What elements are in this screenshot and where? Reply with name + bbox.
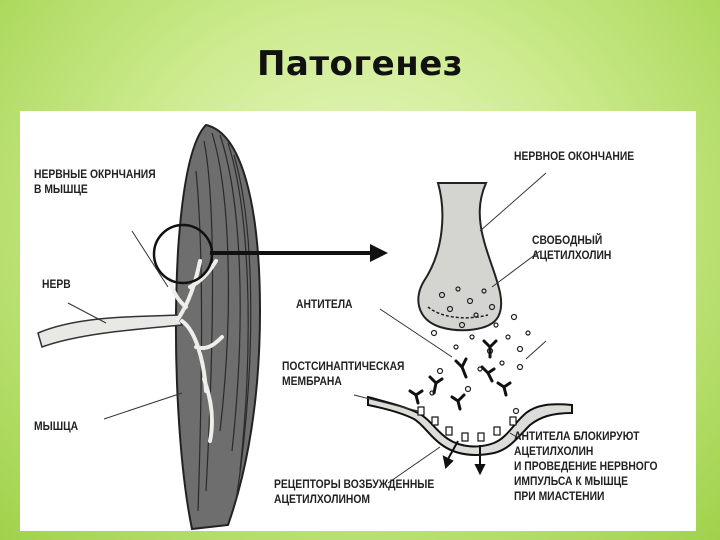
label-free-acetylcholine-line2: АЦЕТИЛХОЛИН bbox=[532, 248, 611, 263]
label-nerve-terminal: НЕРВНОЕ ОКОНЧАНИЕ bbox=[514, 149, 634, 164]
label-receptors-line1: РЕЦЕПТОРЫ ВОЗБУЖДЕННЫЕ bbox=[274, 477, 434, 492]
label-free-acetylcholine-line1: СВОБОДНЫЙ bbox=[532, 233, 611, 248]
label-postsynaptic-membrane: ПОСТСИНАПТИЧЕСКАЯ МЕМБРАНА bbox=[282, 359, 404, 389]
nerve-trunk bbox=[38, 315, 182, 347]
slide-title: Патогенез bbox=[0, 44, 720, 84]
label-postsynaptic-line1: ПОСТСИНАПТИЧЕСКАЯ bbox=[282, 359, 404, 374]
label-block-line2: АЦЕТИЛХОЛИН bbox=[514, 444, 658, 459]
label-nerve: НЕРВ bbox=[42, 277, 71, 292]
label-nerve-endings-line2: В МЫШЦЕ bbox=[34, 182, 156, 197]
label-antibodies: АНТИТЕЛА bbox=[296, 297, 353, 312]
diagram-panel: НЕРВНЫЕ ОКРНЧАНИЯ В МЫШЦЕ НЕРВ МЫШЦА НЕР… bbox=[20, 111, 696, 531]
label-nerve-endings: НЕРВНЫЕ ОКРНЧАНИЯ В МЫШЦЕ bbox=[34, 167, 156, 197]
label-block-line4: ИМПУЛЬСА К МЫШЦЕ bbox=[514, 474, 658, 489]
nerve-terminal bbox=[418, 183, 501, 330]
label-antibodies-block: АНТИТЕЛА БЛОКИРУЮТ АЦЕТИЛХОЛИН И ПРОВЕДЕ… bbox=[514, 429, 658, 504]
label-nerve-endings-line1: НЕРВНЫЕ ОКРНЧАНИЯ bbox=[34, 167, 156, 182]
label-block-line1: АНТИТЕЛА БЛОКИРУЮТ bbox=[514, 429, 658, 444]
label-muscle: МЫШЦА bbox=[34, 419, 78, 434]
label-postsynaptic-line2: МЕМБРАНА bbox=[282, 374, 404, 389]
antibody-molecules bbox=[410, 341, 510, 409]
label-block-line3: И ПРОВЕДЕНИЕ НЕРВНОГО bbox=[514, 459, 658, 474]
label-receptors-line2: АЦЕТИЛХОЛИНОМ bbox=[274, 492, 434, 507]
label-receptors: РЕЦЕПТОРЫ ВОЗБУЖДЕННЫЕ АЦЕТИЛХОЛИНОМ bbox=[274, 477, 434, 507]
label-block-line5: ПРИ МИАСТЕНИИ bbox=[514, 489, 658, 504]
label-free-acetylcholine: СВОБОДНЫЙ АЦЕТИЛХОЛИН bbox=[532, 233, 611, 263]
